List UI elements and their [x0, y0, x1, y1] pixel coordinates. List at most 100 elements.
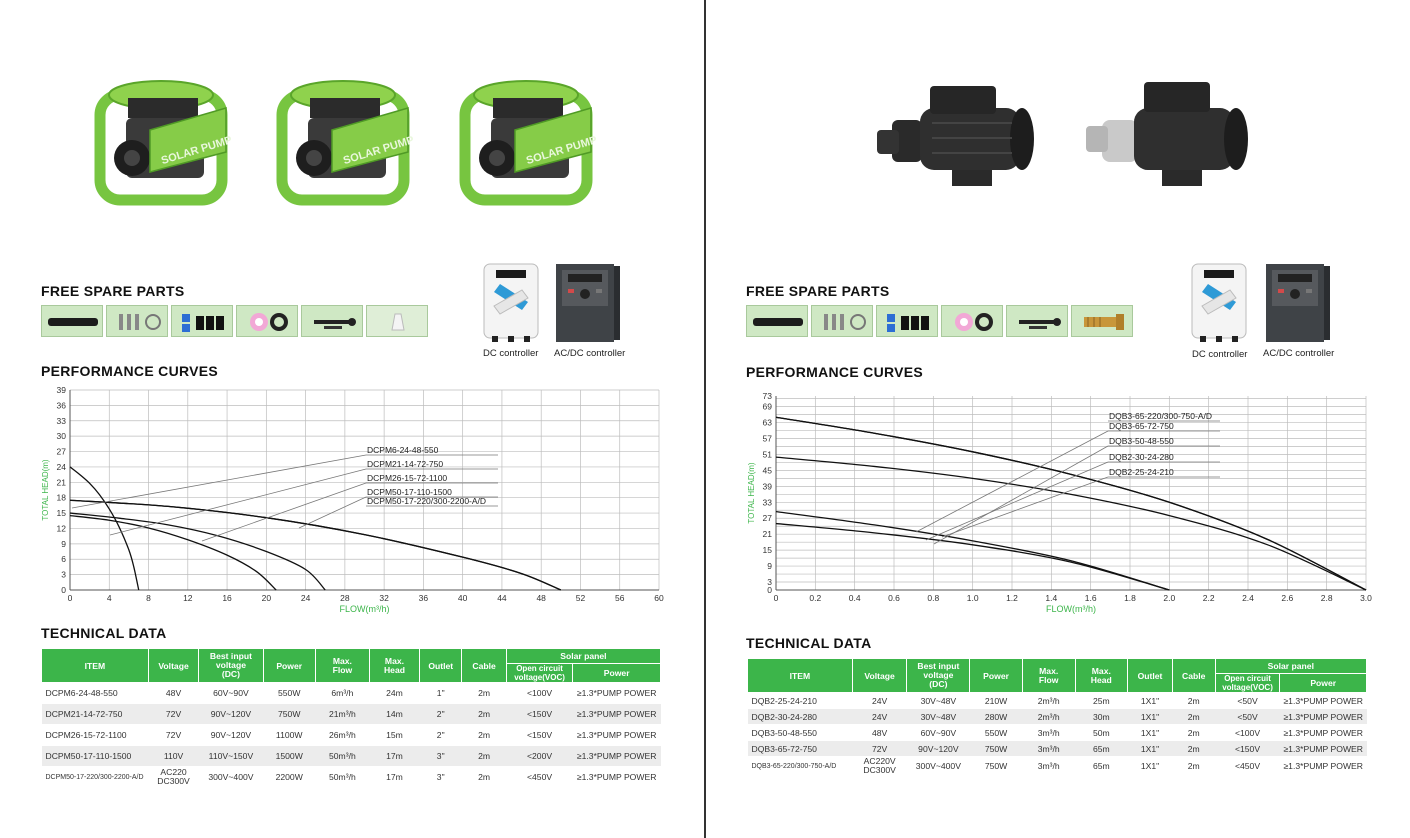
y-tick-label: 3 — [61, 570, 66, 580]
brass-fitting-part — [1071, 305, 1133, 337]
brass-fitting-icon — [1084, 314, 1124, 330]
col-max-flow: Max.Flow — [1021, 658, 1076, 693]
x-tick-label: 48 — [536, 593, 546, 603]
hose-part — [746, 305, 808, 337]
legend-leader-line — [915, 430, 1109, 533]
cell-power: 1500W — [263, 745, 316, 767]
cell-power: 750W — [969, 756, 1023, 776]
cell-head: 17m — [369, 766, 420, 788]
cell-item: DQB2-25-24-210 — [747, 692, 853, 709]
acdc-controller — [554, 262, 622, 349]
dc-controller — [1190, 262, 1248, 349]
col-max-head: Max.Head — [1074, 658, 1129, 693]
x-tick-label: 0.2 — [809, 593, 821, 603]
cell-voc: <150V — [506, 724, 573, 746]
cell-voltage: 72V — [148, 703, 199, 725]
y-axis-label: TOTAL HEAD(m) — [41, 459, 50, 521]
connectors-icon — [887, 314, 929, 332]
cell-voltage: 24V — [852, 692, 907, 709]
legend-leader-line — [941, 476, 1109, 538]
cell-power: 750W — [263, 703, 316, 725]
cell-ppower: ≥1.3*PUMP POWER — [572, 703, 661, 725]
y-tick-label: 0 — [767, 585, 772, 595]
x-tick-label: 8 — [146, 593, 151, 603]
legend-label: DQB3-65-220/300-750-A/D — [1109, 411, 1212, 421]
y-tick-label: 30 — [57, 431, 67, 441]
dc-controller-image — [1191, 263, 1247, 342]
cell-item: DQB3-50-48-550 — [747, 724, 853, 741]
cell-item: DQB3-65-220/300-750-A/D — [747, 756, 853, 776]
y-tick-label: 27 — [57, 447, 67, 457]
wrench-part — [1006, 305, 1068, 337]
x-tick-label: 20 — [262, 593, 272, 603]
solar-pump-images: SOLAR PUMP — [94, 60, 618, 206]
x-tick-label: 0.4 — [849, 593, 861, 603]
cell-voltage: 48V — [148, 682, 199, 704]
cell-best: 60V~90V — [198, 682, 264, 704]
cell-cable: 2m — [461, 682, 507, 704]
cell-voc: <100V — [506, 682, 573, 704]
x-tick-label: 40 — [458, 593, 468, 603]
cell-ppower: ≥1.3*PUMP POWER — [1279, 708, 1367, 725]
cell-flow: 3m³/h — [1022, 756, 1075, 776]
y-tick-label: 6 — [61, 554, 66, 564]
y-tick-label: 45 — [763, 465, 773, 475]
x-tick-label: 2.0 — [1163, 593, 1175, 603]
y-tick-label: 21 — [57, 477, 67, 487]
cell-flow: 26m³/h — [315, 724, 370, 746]
series-line — [775, 456, 1367, 591]
cell-head: 14m — [369, 703, 420, 725]
cell-cable: 2m — [1172, 756, 1216, 776]
cell-voc: <50V — [1215, 692, 1280, 709]
dc-controller-image — [483, 263, 539, 342]
legend-label: DCPM50-17-110-1500 — [367, 487, 452, 497]
steel-pump-image — [1086, 82, 1248, 186]
black-pump-image — [877, 86, 1034, 186]
cell-flow: 2m³/h — [1022, 708, 1075, 725]
cell-power: 550W — [969, 724, 1023, 741]
cell-voc: <450V — [506, 766, 573, 788]
cell-power: 550W — [263, 682, 316, 704]
y-tick-label: 9 — [767, 561, 772, 571]
x-tick-label: 56 — [615, 593, 625, 603]
tech-title: TECHNICAL DATA — [41, 625, 167, 641]
cell-ppower: ≥1.3*PUMP POWER — [1279, 756, 1367, 776]
x-tick-label: 0.6 — [888, 593, 900, 603]
x-tick-label: 36 — [419, 593, 429, 603]
series-line — [775, 416, 1367, 591]
x-axis-label: FLOW(m³/h) — [1046, 604, 1096, 614]
acdc-controller-image — [556, 264, 620, 342]
col-panel-power: Power — [572, 663, 661, 683]
cell-flow: 50m³/h — [315, 766, 370, 788]
cell-best: 30V~48V — [906, 692, 970, 709]
series-line — [69, 514, 277, 591]
x-tick-label: 32 — [379, 593, 389, 603]
cell-voltage: 48V — [852, 724, 907, 741]
legend-label: DCPM21-14-72-750 — [367, 459, 443, 469]
bolts-part — [106, 305, 168, 337]
cell-head: 25m — [1075, 692, 1128, 709]
hose-icon — [48, 318, 98, 326]
series-line — [69, 499, 562, 591]
acdc-controller-image — [1266, 264, 1330, 342]
cell-power: 1100W — [263, 724, 316, 746]
y-tick-label: 24 — [57, 462, 67, 472]
cell-voc: <200V — [506, 745, 573, 767]
y-tick-label: 73 — [763, 391, 773, 401]
cell-voc: <150V — [506, 703, 573, 725]
spare-parts-row — [746, 305, 1133, 337]
legend-leader-line — [298, 496, 367, 529]
y-axis-label: TOTAL HEAD(m) — [747, 462, 756, 524]
cell-best: 110V~150V — [198, 745, 264, 767]
cell-voc: <50V — [1215, 708, 1280, 725]
col-max-flow: Max.Flow — [314, 648, 370, 683]
cell-ppower: ≥1.3*PUMP POWER — [572, 724, 661, 746]
x-tick-label: 44 — [497, 593, 507, 603]
tech-title: TECHNICAL DATA — [746, 635, 872, 651]
